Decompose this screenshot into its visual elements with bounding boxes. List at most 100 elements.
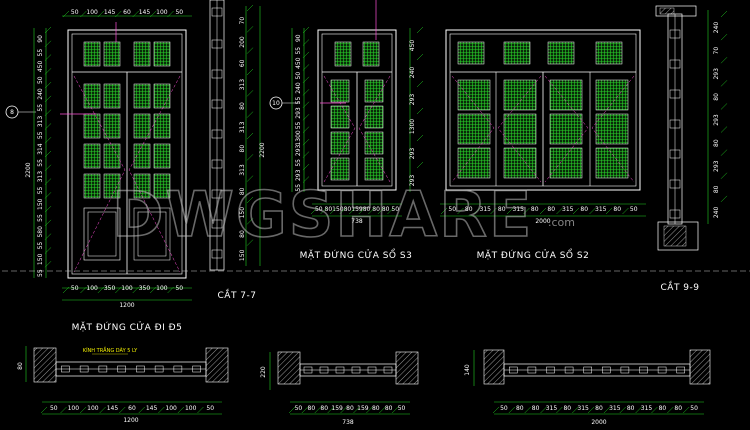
dimension-tick [44,81,52,89]
watermark: DWGSHARE .com [111,177,575,252]
dimension-label: 314 [37,143,44,155]
dimension-label: 150 [239,207,246,219]
plan-profile [583,366,592,374]
dimension-label: 80 [532,405,540,412]
s3-transom-louver [362,41,380,67]
transom-louver [153,41,171,67]
dimension-tick [605,207,613,215]
dimension-label: 313 [37,171,44,183]
section-profile [669,119,681,129]
dimension-label: 293 [713,68,720,80]
plan-profile [117,365,126,373]
dimension-label: 80 [465,206,473,213]
dimension-label: 80 [382,206,390,213]
dimension-tick [246,218,254,225]
dimension-tick [80,10,87,18]
dimension-tick [44,123,52,130]
plan-profile [602,366,611,374]
section-profile [669,59,681,69]
dimension-tick [44,137,52,144]
dimension-tick [302,176,310,183]
watermark-text: DWGSHARE [112,178,533,251]
dimension-label: 80 [498,206,506,213]
dimension-tick [682,406,690,414]
dimension-tick [302,51,310,59]
dimension-label: 100 [156,285,168,292]
s3-overall-width: 738 [351,218,363,225]
dimension-label: 60 [239,59,246,67]
dimension-label: 159 [357,405,369,412]
dimension-tick [720,103,728,110]
s2-louver-panel [549,113,583,145]
dimension-label: 80 [580,206,588,213]
dimension-label: 100 [68,405,80,412]
dimension-label: 80 [308,405,316,412]
dimension-label: 150 [239,249,246,261]
dimension-label: 200 [239,36,246,48]
section-7-7-overall: 2200 [259,142,266,157]
transom-louver [133,41,151,67]
dimension-tick [302,26,310,34]
dimension-tick [416,161,424,169]
plan-profile [192,365,201,373]
dimension-label: 313 [37,116,44,128]
plan-profile [527,366,537,374]
dimension-tick [506,207,514,215]
dimension-label: 315 [641,405,653,412]
dimension-tick [44,109,52,116]
dimension-tick [720,126,728,133]
dimension-label: 80 [239,102,246,110]
dimension-label: 70 [713,47,720,55]
dimension-label: 315 [577,405,589,412]
section-profile [211,219,223,229]
axis-marker-door-label: 8 [10,109,14,116]
dimension-label: 50 [50,405,58,412]
dimension-tick [416,80,424,88]
dimension-tick [246,239,254,246]
dimension-label: 50 [175,285,183,292]
dimension-tick [246,68,254,76]
dimension-label: 100 [87,405,99,412]
s3-louver-panel [364,79,384,103]
dimension-label: 80 [320,405,328,412]
dimension-label: 450 [295,57,302,69]
dimension-tick [556,207,563,215]
door-overall-height: 2200 [25,162,32,177]
dimension-label: 55 [295,47,302,55]
dimension-label: 55 [37,186,44,194]
dimension-tick [572,406,579,414]
s2-louver-panel [503,147,537,179]
dimension-tick [246,4,254,12]
dimension-tick [368,207,375,215]
section-profile [669,179,681,189]
watermark-suffix: .com [548,216,575,229]
dimension-tick [539,207,547,215]
s2-louver-panel [457,147,491,179]
dimension-label: 293 [409,175,416,187]
axis-marker-s3-label: 10 [272,100,280,107]
door-louver-panel [83,83,101,109]
door-louver-panel [83,173,101,199]
dimension-tick [302,39,310,46]
dimension-label: 1300 [295,130,302,145]
title-section-9-9: CẮT 9-9 [661,280,700,293]
dimension-label: 293 [713,114,720,126]
door-louver-panel [133,173,151,199]
section-profile [211,39,223,49]
dimension-label: 50 [295,405,303,412]
s2-louver-panel [549,147,583,179]
s2-transom-louver [503,41,531,65]
plan-s3-overall: 738 [342,419,354,426]
dimension-label: 80 [595,405,603,412]
dimension-tick [589,207,596,215]
dimension-label: 50 [37,76,44,84]
dimension-tick [314,406,321,414]
dimension-label: 293 [713,160,720,172]
dimension-label: 293 [409,148,416,160]
dimension-tick [619,406,626,414]
s2-louver-panel [595,79,629,111]
dimension-tick [720,149,728,156]
